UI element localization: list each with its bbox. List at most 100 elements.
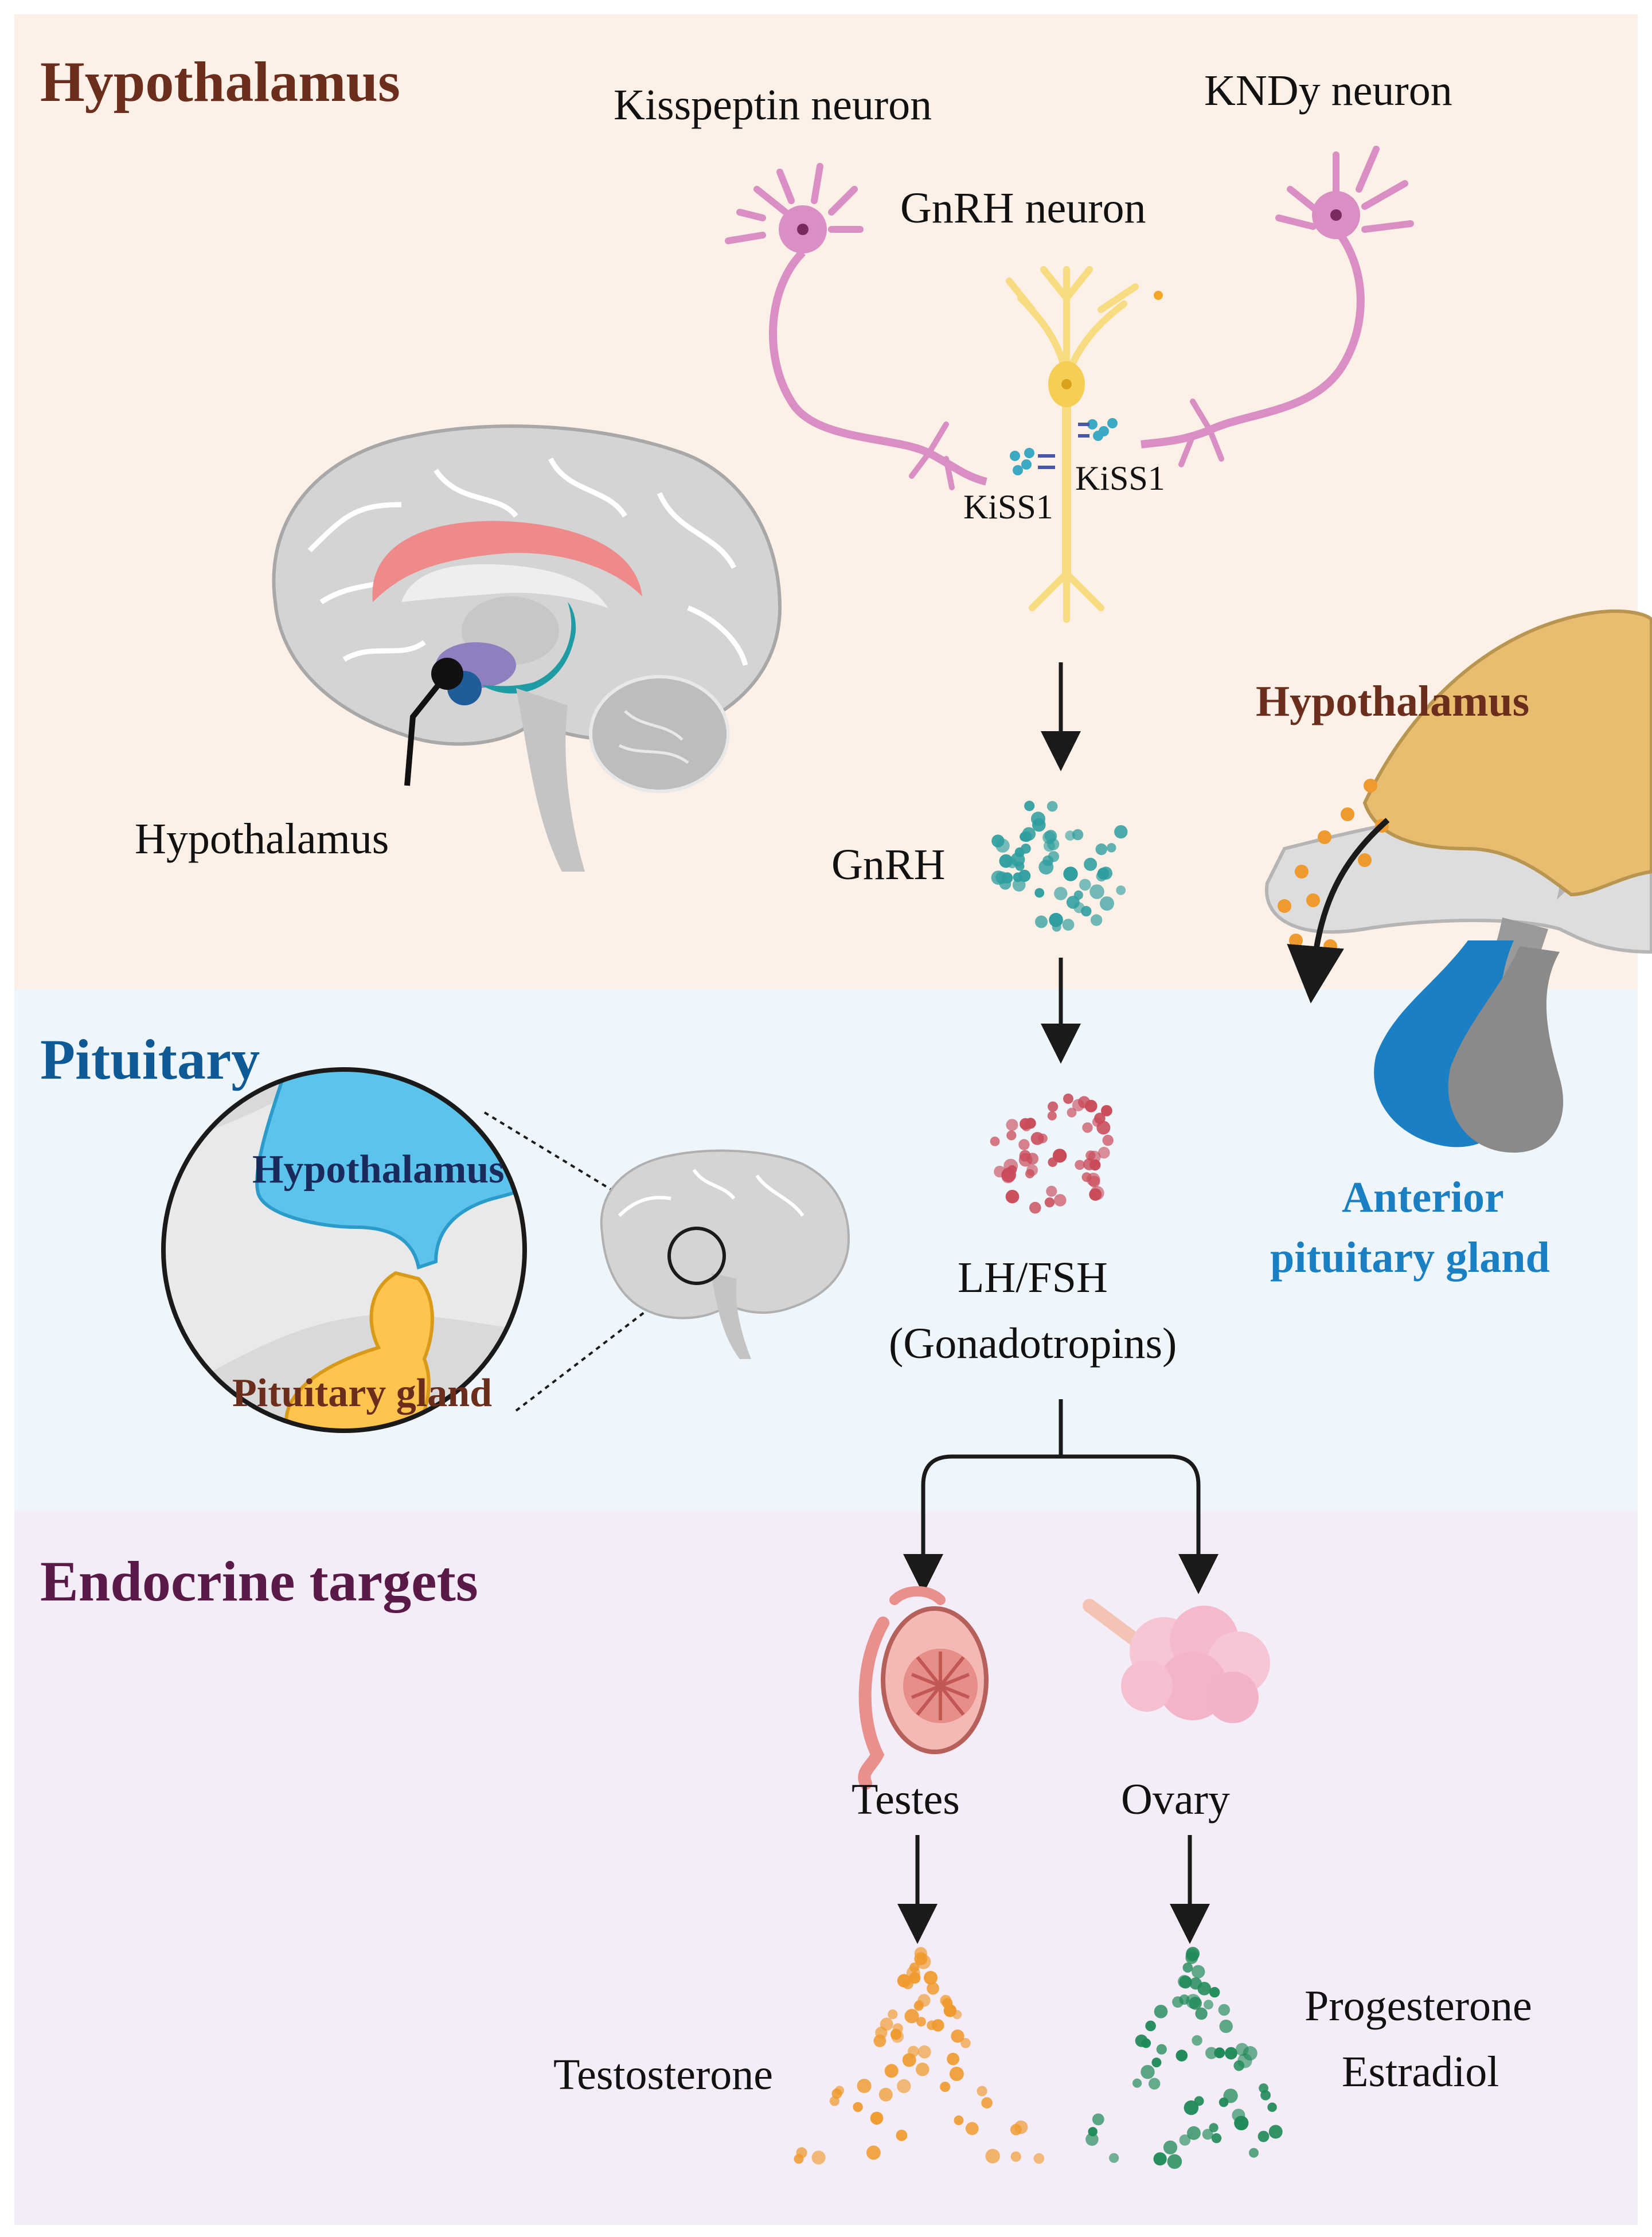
anterior-pituitary-label-line1: Anterior xyxy=(1342,1173,1504,1221)
ovary-label: Ovary xyxy=(1121,1775,1230,1824)
estradiol-molecule xyxy=(1219,2019,1233,2033)
gnrh-neuron-label: GnRH neuron xyxy=(900,184,1146,232)
estradiol-molecule xyxy=(1175,2049,1188,2062)
testosterone-molecule xyxy=(949,2067,964,2081)
estradiol-molecule xyxy=(1189,1977,1202,1990)
lhfsh-molecule xyxy=(1094,1112,1106,1124)
gnrh-molecule xyxy=(1089,884,1104,899)
lhfsh-molecule xyxy=(1075,1160,1085,1170)
gnrh-molecule xyxy=(1032,818,1046,832)
testosterone-molecule xyxy=(1010,2123,1022,2136)
lhfsh-label: LH/FSH xyxy=(958,1254,1108,1302)
gnrh-molecule xyxy=(1010,852,1025,867)
testosterone-molecule xyxy=(1010,2151,1021,2162)
testosterone-molecule xyxy=(943,2004,957,2017)
gnrh-molecule xyxy=(1038,860,1054,875)
gnrh-molecule xyxy=(991,834,1005,848)
zoom-hypothalamus-label: Hypothalamus xyxy=(252,1147,505,1192)
testosterone-molecule xyxy=(1033,2153,1045,2164)
kisspeptin-neuron-label: Kisspeptin neuron xyxy=(614,81,932,129)
estradiol-molecule xyxy=(1192,1965,1205,1979)
zoom-pituitary-label: Pituitary gland xyxy=(232,1371,493,1415)
testosterone-molecule xyxy=(896,2129,908,2141)
testosterone-molecule xyxy=(924,1970,938,1985)
estradiol-molecule xyxy=(1186,1994,1201,2009)
lhfsh-molecule xyxy=(1082,1122,1093,1133)
estradiol-molecule xyxy=(1225,2047,1237,2060)
estradiol-molecule xyxy=(1205,2047,1218,2059)
lhfsh-molecule xyxy=(1098,1146,1110,1159)
testosterone-molecule xyxy=(794,2154,804,2164)
gnrh-molecule xyxy=(1095,843,1107,856)
testosterone-molecule xyxy=(960,2038,971,2048)
progesterone-label: Progesterone xyxy=(1305,1982,1532,2030)
estradiol-molecule xyxy=(1153,2152,1167,2166)
gnrh-molecule xyxy=(1054,887,1068,900)
section-title-endocrine: Endocrine targets xyxy=(40,1549,478,1613)
zoom-callout xyxy=(161,1067,689,1433)
detail-hypothalamus-label: Hypothalamus xyxy=(1256,677,1530,725)
estradiol-molecule xyxy=(1234,2115,1249,2130)
estradiol-molecule xyxy=(1218,2004,1230,2016)
estradiol-molecule xyxy=(1109,2153,1119,2163)
estradiol-molecule xyxy=(1178,1975,1191,1988)
estradiol-molecule xyxy=(1249,2148,1259,2158)
small-brain-illustration xyxy=(600,1149,850,1359)
gnrh-molecule xyxy=(1042,831,1056,844)
testosterone-molecules xyxy=(794,1947,1045,2165)
lhfsh-molecule xyxy=(1025,1169,1034,1178)
gnrh-molecule xyxy=(1097,868,1110,880)
lhfsh-molecule xyxy=(1029,1201,1041,1214)
testosterone-molecule xyxy=(927,1982,939,1995)
testosterone-molecule xyxy=(880,2017,893,2031)
kiss1-release xyxy=(1010,418,1118,475)
lhfsh-molecule xyxy=(1085,1150,1096,1161)
gnrh-molecule xyxy=(1081,905,1092,917)
anterior-pituitary-label-line2: pituitary gland xyxy=(1270,1233,1550,1282)
lhfsh-molecule xyxy=(1020,1118,1032,1130)
gnrh-molecule xyxy=(1084,857,1098,871)
estradiol-molecule xyxy=(1156,2044,1167,2055)
kiss1-label-right: KiSS1 xyxy=(1075,459,1165,497)
estradiol-molecule xyxy=(1179,2134,1191,2146)
lhfsh-molecules xyxy=(990,1094,1114,1214)
gnrh-molecule xyxy=(991,870,1006,885)
testosterone-molecule xyxy=(932,2019,944,2032)
lhfsh-molecule xyxy=(1072,1099,1085,1111)
estradiol-molecule xyxy=(1154,2005,1168,2019)
estradiol-molecule xyxy=(1182,1962,1193,1973)
testosterone-molecule xyxy=(917,2045,931,2059)
lhfsh-molecule xyxy=(1018,1139,1030,1150)
lhfsh-molecule xyxy=(1048,1101,1059,1112)
gnrh-molecule xyxy=(1049,912,1063,927)
lhfsh-molecule xyxy=(1086,1173,1100,1186)
brain-illustration xyxy=(272,424,782,872)
estradiol-molecule xyxy=(1145,2020,1156,2032)
estradiol-molecule xyxy=(1092,2113,1104,2126)
testosterone-molecule xyxy=(902,2053,916,2067)
gnrh-molecule xyxy=(1024,801,1035,811)
lhfsh-molecule xyxy=(1001,1169,1015,1184)
estradiol-molecule xyxy=(1085,2133,1099,2146)
estradiol-molecule xyxy=(1209,2123,1219,2133)
gnrh-molecule xyxy=(1079,879,1091,891)
kndy-neuron xyxy=(1141,146,1414,467)
gnrh-molecule xyxy=(1116,885,1126,895)
gnrh-hormone-label: GnRH xyxy=(831,841,946,889)
testosterone-molecule xyxy=(866,2145,881,2160)
estradiol-molecule xyxy=(1235,2043,1249,2056)
testosterone-molecule xyxy=(916,1954,931,1969)
estradiol-molecule xyxy=(1186,2126,1201,2140)
gnrh-molecule xyxy=(1062,919,1075,931)
testosterone-molecule xyxy=(985,2149,1000,2164)
testosterone-molecule xyxy=(878,2087,893,2102)
lhfsh-molecule xyxy=(1101,1105,1112,1116)
testosterone-label: Testosterone xyxy=(553,2051,774,2099)
kndy-neuron-label: KNDy neuron xyxy=(1204,67,1452,115)
gnrh-molecule xyxy=(1073,890,1083,900)
section-title-hypothalamus: Hypothalamus xyxy=(40,50,400,114)
gnrh-molecule xyxy=(1090,914,1103,926)
lhfsh-molecule xyxy=(1089,1188,1102,1201)
estradiol-molecule xyxy=(1141,2065,1155,2079)
